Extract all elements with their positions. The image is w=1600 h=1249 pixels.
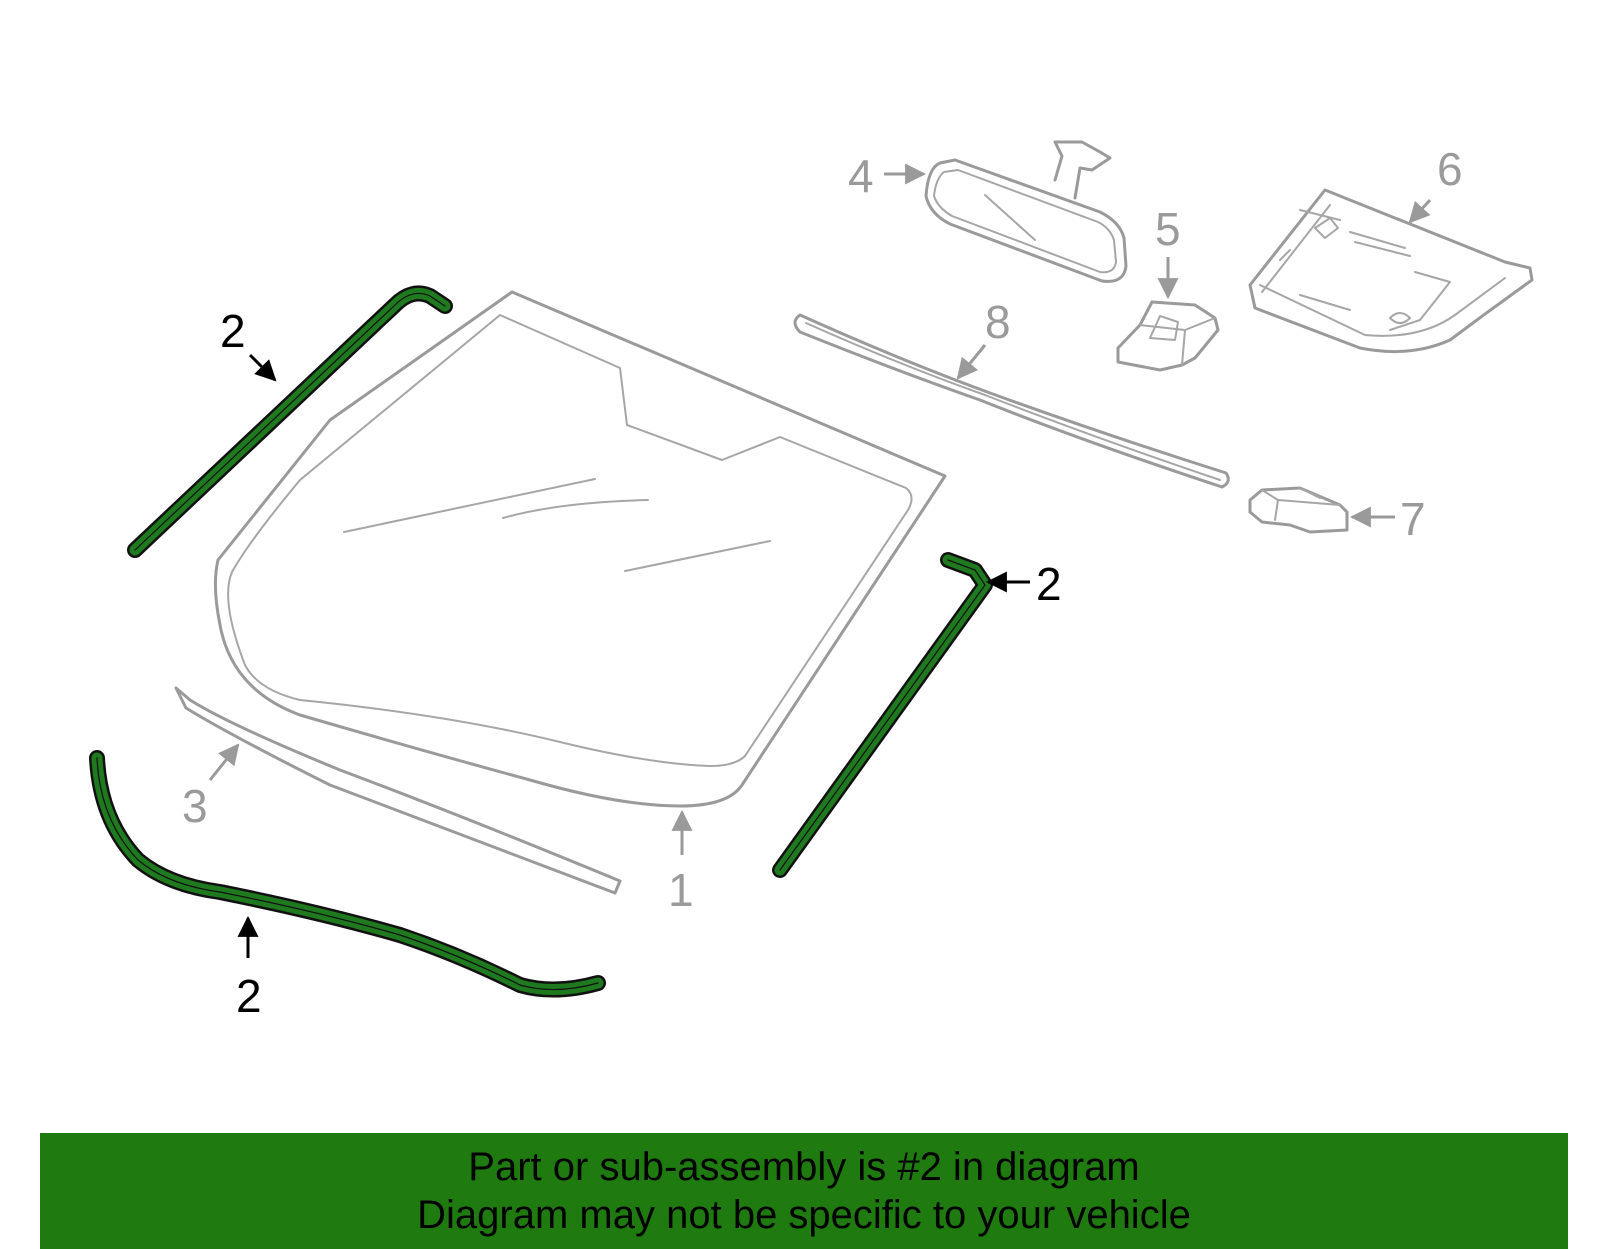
callout-8: 8 [985, 296, 1011, 348]
callout-4: 4 [848, 150, 874, 202]
seal-bottom [89, 750, 606, 998]
callout-arrow-6 [1408, 198, 1432, 224]
windshield-part [213, 290, 947, 808]
callout-3: 3 [182, 780, 208, 832]
callout-5: 5 [1155, 203, 1181, 255]
seal-right-side [772, 552, 993, 878]
callout-1: 1 [668, 864, 694, 916]
lower-molding-part [174, 686, 622, 895]
callout-2-right: 2 [1036, 558, 1062, 610]
clip-part [1248, 486, 1349, 534]
callout-arrow-3 [208, 743, 240, 781]
seal-left-upper [127, 285, 453, 558]
banner-line-disclaimer: Diagram may not be specific to your vehi… [417, 1193, 1191, 1237]
rearview-mirror-part [924, 140, 1128, 283]
overhead-console-part [1248, 188, 1534, 354]
callout-7: 7 [1400, 493, 1426, 545]
callout-arrow-8 [956, 344, 987, 380]
info-banner: Part or sub-assembly is #2 in diagram Di… [40, 1133, 1568, 1249]
callout-2-upper-left: 2 [220, 305, 246, 357]
sensor-part [1116, 300, 1220, 372]
upper-molding-part [793, 313, 1230, 489]
banner-line-part-number: Part or sub-assembly is #2 in diagram [468, 1145, 1140, 1189]
callout-arrow-2a [248, 353, 277, 382]
callout-6: 6 [1437, 143, 1463, 195]
callout-2-bottom: 2 [236, 970, 262, 1022]
